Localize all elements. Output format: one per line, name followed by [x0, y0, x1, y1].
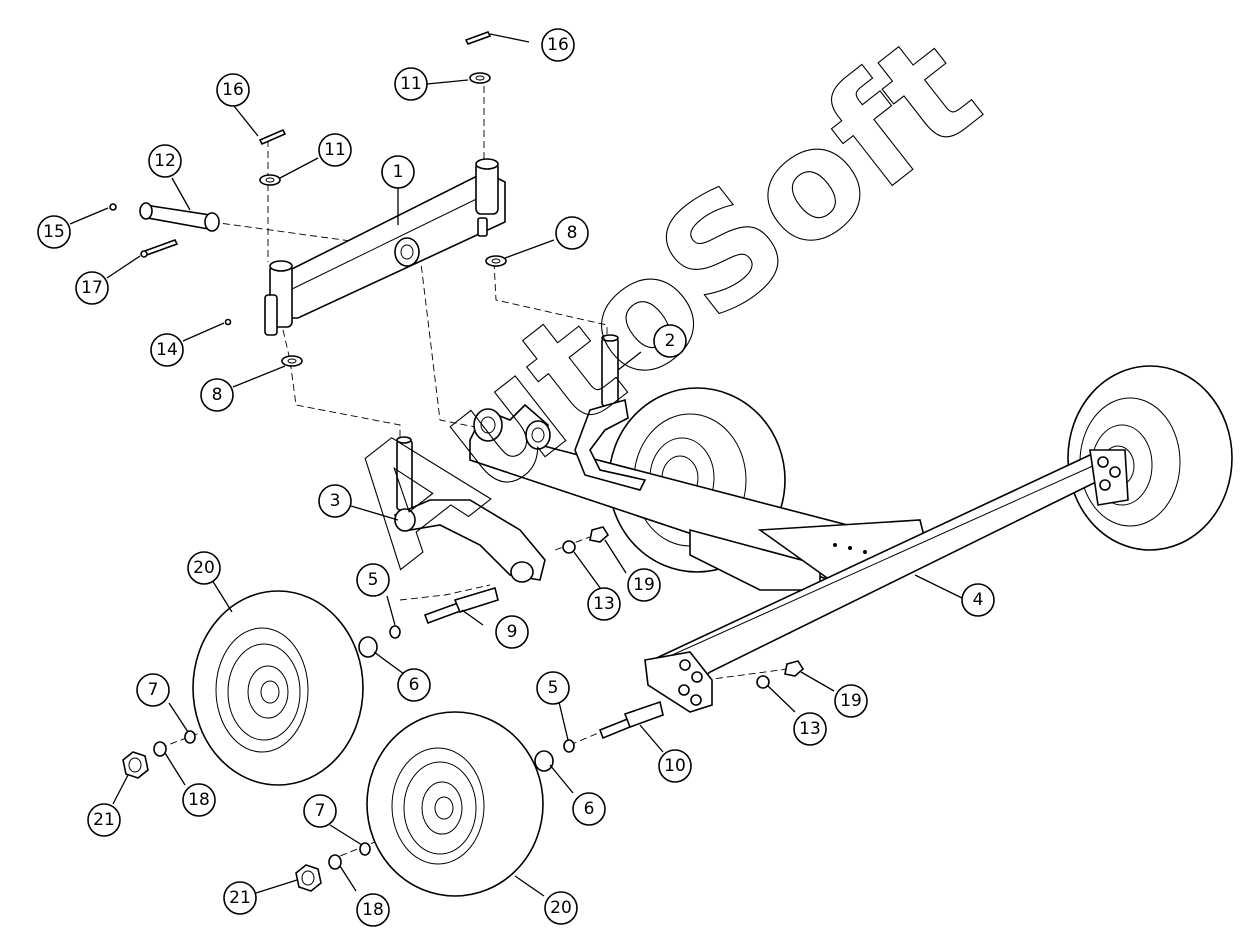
callout-4: 4 — [961, 583, 995, 617]
callout-9: 9 — [495, 615, 529, 649]
hub-nuts — [122, 730, 371, 892]
callout-21-upper: 21 — [87, 803, 121, 837]
callout-3: 3 — [318, 484, 352, 518]
callout-8-lower: 8 — [200, 378, 234, 412]
callout-label: 4 — [973, 590, 984, 610]
callout-11-left: 11 — [318, 133, 352, 167]
callout-label: 16 — [222, 80, 244, 100]
callout-label: 1 — [393, 162, 404, 182]
callout-label: 11 — [324, 140, 346, 160]
callout-2: 2 — [653, 324, 687, 358]
pin-hardware — [109, 31, 492, 326]
callout-label: 8 — [567, 223, 578, 243]
callout-label: 17 — [81, 278, 103, 298]
callout-16-left: 16 — [216, 73, 250, 107]
callout-label: 20 — [193, 558, 215, 578]
callout-17: 17 — [75, 271, 109, 305]
callout-label: 21 — [229, 888, 251, 908]
callout-label: 5 — [548, 678, 559, 698]
callout-13-upper: 13 — [587, 587, 621, 621]
callout-label: 15 — [43, 222, 65, 242]
callout-18-upper: 18 — [182, 783, 216, 817]
callout-label: 13 — [593, 594, 615, 614]
callout-label: 11 — [400, 74, 422, 94]
callout-6-upper: 6 — [397, 668, 431, 702]
callout-label: 7 — [148, 680, 159, 700]
callout-label: 18 — [188, 790, 210, 810]
washers — [259, 72, 507, 367]
steering-beam — [264, 158, 506, 336]
callout-5-lower: 5 — [536, 671, 570, 705]
callout-14: 14 — [150, 333, 184, 367]
callout-16-top: 16 — [541, 28, 575, 62]
callout-1: 1 — [381, 155, 415, 189]
callout-label: 7 — [315, 801, 326, 821]
spindle-arm-2 — [574, 334, 647, 491]
callout-8-upper: 8 — [555, 216, 589, 250]
callout-label: 16 — [547, 35, 569, 55]
callout-label: 5 — [368, 570, 379, 590]
callout-label: 20 — [550, 898, 572, 918]
callout-18-lower: 18 — [356, 893, 390, 927]
callout-7-lower: 7 — [303, 794, 337, 828]
wheel-lower — [366, 711, 544, 897]
callout-7-upper: 7 — [136, 673, 170, 707]
callout-label: 13 — [799, 719, 821, 739]
axle-beam — [644, 449, 1129, 713]
callout-label: 19 — [633, 575, 655, 595]
callout-label: 14 — [156, 340, 178, 360]
callout-15: 15 — [37, 215, 71, 249]
callout-label: 19 — [840, 691, 862, 711]
frame-tongue — [469, 403, 926, 591]
callout-11-top: 11 — [394, 67, 428, 101]
callout-6-lower: 6 — [572, 792, 606, 826]
spindles — [358, 526, 805, 772]
callout-label: 6 — [584, 799, 595, 819]
callout-10: 10 — [658, 749, 692, 783]
callout-12: 12 — [148, 144, 182, 178]
callout-label: 8 — [212, 385, 223, 405]
wheel-upper — [192, 590, 364, 786]
callout-19-upper: 19 — [627, 568, 661, 602]
spindle-arm-3 — [393, 436, 546, 583]
callout-19-lower: 19 — [834, 684, 868, 718]
leader-lines — [69, 33, 963, 897]
callout-label: 9 — [507, 622, 518, 642]
callout-5-upper: 5 — [356, 563, 390, 597]
callout-label: 10 — [664, 756, 686, 776]
callout-label: 6 — [409, 675, 420, 695]
callout-20-lower: 20 — [544, 891, 578, 925]
callout-label: 2 — [665, 331, 676, 351]
callout-13-lower: 13 — [793, 712, 827, 746]
callout-label: 18 — [362, 900, 384, 920]
callout-label: 12 — [154, 151, 176, 171]
callout-label: 3 — [330, 491, 341, 511]
callout-20-upper: 20 — [187, 551, 221, 585]
callout-label: 21 — [93, 810, 115, 830]
callout-21-lower: 21 — [223, 881, 257, 915]
